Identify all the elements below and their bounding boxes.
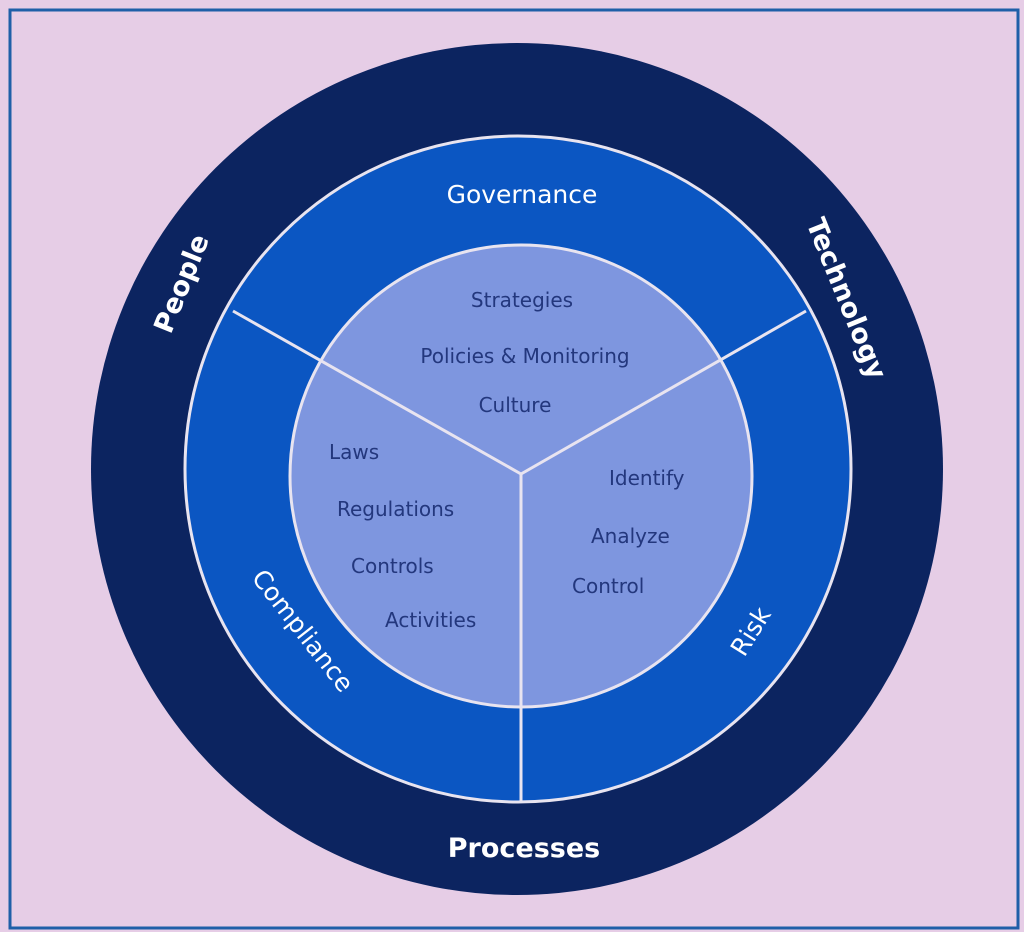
item-control: Control (572, 574, 644, 598)
item-activities: Activities (385, 608, 476, 632)
dividers (232, 309, 807, 801)
item-identify: Identify (609, 466, 685, 490)
item-culture: Culture (479, 393, 552, 417)
item-strategies: Strategies (471, 288, 573, 312)
label-governance: Governance (447, 180, 598, 209)
item-analyze: Analyze (591, 524, 670, 548)
divider-right (520, 309, 807, 476)
item-regulations: Regulations (337, 497, 454, 521)
item-policies-monitoring: Policies & Monitoring (420, 344, 629, 368)
item-laws: Laws (329, 440, 379, 464)
label-processes: Processes (448, 833, 601, 864)
item-controls: Controls (351, 554, 434, 578)
divider-left (232, 309, 522, 476)
